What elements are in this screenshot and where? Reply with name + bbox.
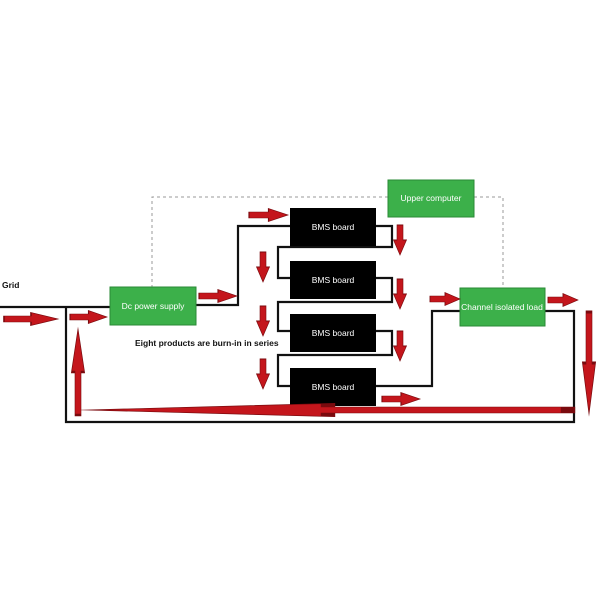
bms-board-label: BMS board: [312, 222, 355, 232]
supply-to-bms-wire: [196, 224, 290, 307]
bms-to-load-wire: [376, 309, 460, 388]
comm-line-left: [151, 196, 388, 288]
arrow-right-icon: [198, 288, 238, 304]
bms-board-label: BMS board: [312, 382, 355, 392]
bms-chain-wire-1: [276, 224, 394, 280]
arrow-down-icon: [392, 278, 408, 310]
bms-board-4: BMS board: [290, 368, 376, 406]
arrow-up-icon: [72, 329, 85, 415]
bms-board-2: BMS board: [290, 261, 376, 299]
bms-board-3: BMS board: [290, 314, 376, 352]
arrow-left-icon: [88, 404, 568, 417]
arrow-right-icon: [248, 207, 289, 223]
arrow-right-icon: [2, 311, 60, 327]
communication-lines: [151, 196, 504, 288]
arrow-right-icon: [381, 391, 421, 407]
bms-chain-wire-3: [276, 329, 394, 388]
bms-board-1: BMS board: [290, 208, 376, 246]
arrow-right-icon: [69, 309, 108, 325]
bms-board-label: BMS board: [312, 275, 355, 285]
grid-label: Grid: [2, 280, 19, 290]
comm-line-right: [474, 196, 504, 288]
return-loop-wire: [64, 307, 576, 424]
bms-board-label: BMS board: [312, 328, 355, 338]
arrow-down-icon: [255, 251, 271, 283]
upper-computer-box: Upper computer: [387, 179, 475, 218]
arrow-down-icon: [255, 305, 271, 337]
arrow-right-icon: [429, 291, 461, 307]
upper-computer-label: Upper computer: [401, 193, 462, 203]
arrow-down-icon: [392, 224, 408, 256]
channel-isolated-load-label: Channel isolated load: [461, 302, 543, 312]
arrow-down-icon: [392, 330, 408, 362]
arrow-right-icon: [547, 292, 579, 308]
bms-chain-wire-2: [276, 276, 394, 333]
arrow-down-icon: [583, 312, 596, 414]
channel-isolated-load-box: Channel isolated load: [459, 287, 546, 327]
dc-power-supply-box: Dc power supply: [109, 286, 197, 326]
power-wires: [0, 224, 576, 424]
arrow-down-icon: [255, 358, 271, 390]
burn-in-note: Eight products are burn-in in series: [135, 338, 279, 348]
dc-power-supply-label: Dc power supply: [122, 301, 186, 311]
